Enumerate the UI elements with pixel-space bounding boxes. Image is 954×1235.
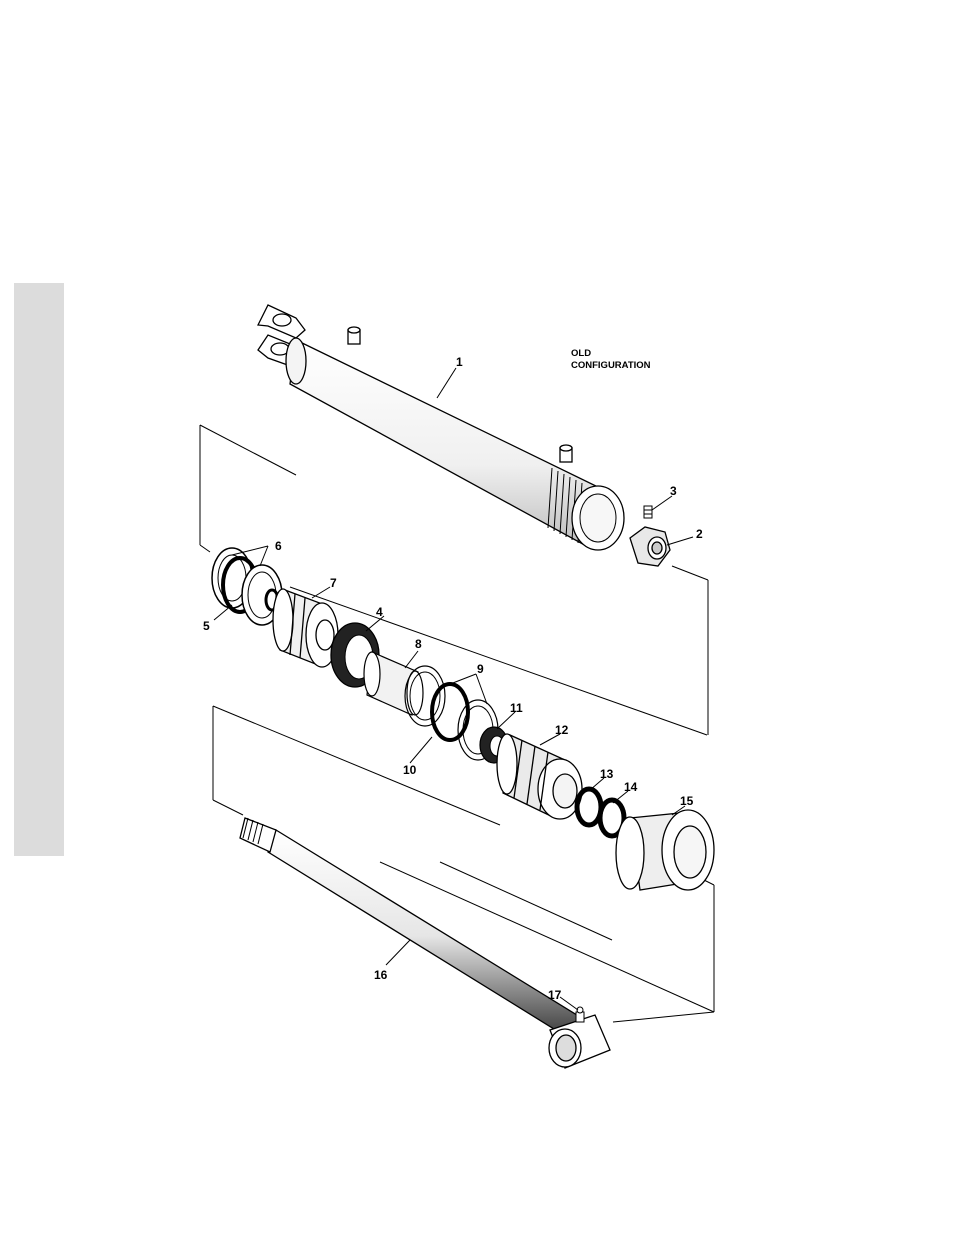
callout-6: 6: [275, 539, 282, 553]
set-screw: [644, 506, 652, 518]
caption-line-1: OLD: [571, 348, 591, 359]
gland-head: [497, 734, 582, 819]
piston-rod: [240, 818, 610, 1068]
callout-17: 17: [548, 988, 562, 1002]
callout-10: 10: [403, 763, 417, 777]
gland-nut: [616, 810, 714, 890]
callout-2: 2: [696, 527, 703, 541]
spacer-tube: [364, 652, 423, 715]
callout-14: 14: [624, 780, 638, 794]
callout-15: 15: [680, 794, 694, 808]
callout-9: 9: [477, 662, 484, 676]
cylinder-barrel: [258, 305, 624, 550]
callout-1: 1: [456, 355, 463, 369]
callout-13: 13: [600, 767, 614, 781]
callout-5: 5: [203, 619, 210, 633]
callout-4: 4: [376, 605, 383, 619]
configuration-caption: OLD CONFIGURATION: [571, 348, 651, 371]
caption-line-2: CONFIGURATION: [571, 360, 651, 371]
callout-3: 3: [670, 484, 677, 498]
seal-group-13-14: [577, 789, 624, 836]
callout-16: 16: [374, 968, 388, 982]
callout-7: 7: [330, 576, 337, 590]
callout-8: 8: [415, 637, 422, 651]
lock-nut: [630, 527, 670, 566]
callout-11: 11: [510, 701, 523, 715]
callout-12: 12: [555, 723, 569, 737]
